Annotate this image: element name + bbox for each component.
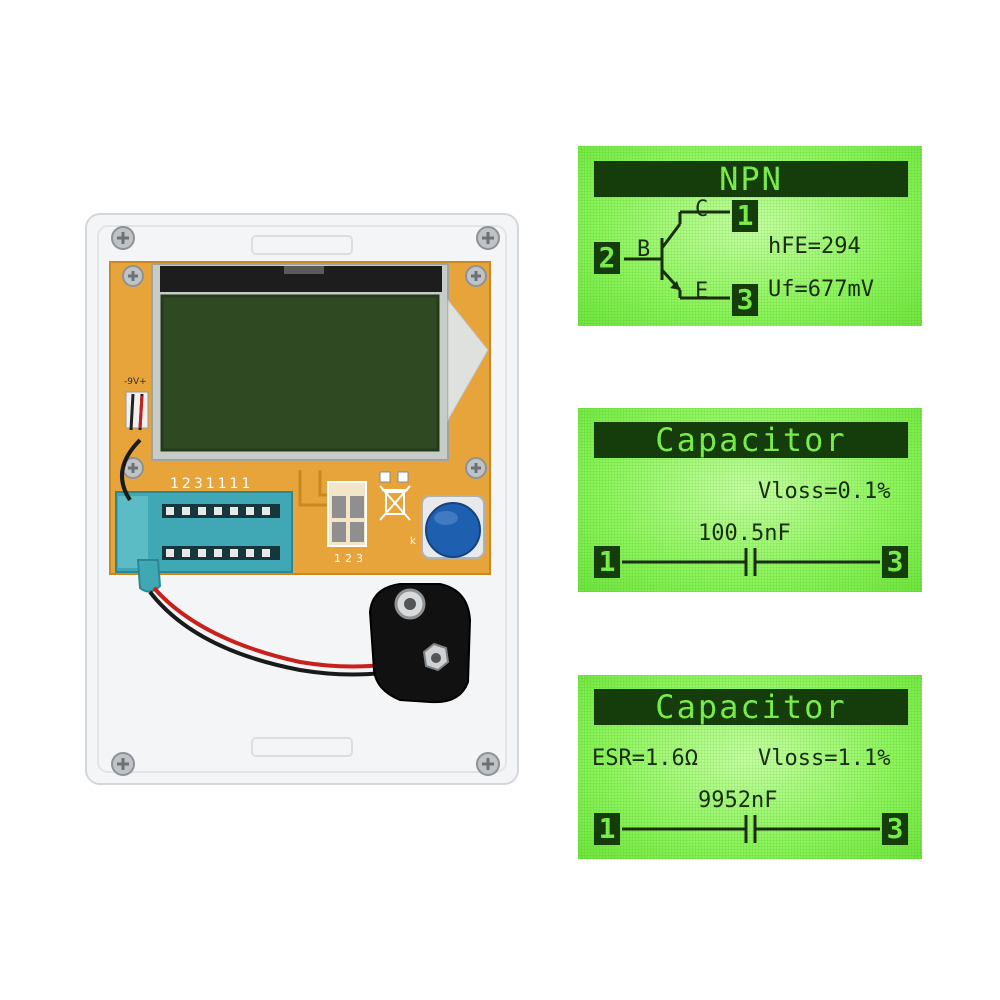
- emitter-label: E: [695, 279, 709, 304]
- lcd-display-capacitor-1: Capacitor Vloss=0.1% 100.5nF 1 3: [578, 408, 922, 592]
- zif-lever[interactable]: [136, 559, 162, 593]
- screw-icon: [122, 265, 144, 287]
- test-pad: [397, 471, 409, 483]
- screw-icon: [476, 226, 500, 250]
- screw-icon: [111, 226, 135, 250]
- case-slot-top: [251, 235, 353, 255]
- pin-right: 3: [882, 546, 908, 578]
- battery-wire-top: [120, 438, 142, 502]
- esr-reading: ESR=1.6Ω: [592, 746, 698, 771]
- capacitance-value: 100.5nF: [698, 521, 791, 546]
- battery-terminal: [125, 391, 149, 429]
- display-title: Capacitor: [594, 422, 908, 458]
- wire-stub-red: [138, 395, 144, 429]
- smd-test-pads: [327, 481, 367, 547]
- pin-left: 1: [594, 546, 620, 578]
- capacitance-value: 9952nF: [698, 788, 778, 813]
- pin-collector: 1: [732, 200, 758, 232]
- zif-socket: [115, 491, 293, 573]
- vloss-reading: Vloss=1.1%: [758, 746, 891, 771]
- battery-clip: [368, 583, 472, 704]
- uf-reading: Uf=677mV: [768, 277, 874, 302]
- display-title: NPN: [594, 161, 908, 197]
- screw-icon: [465, 457, 487, 479]
- lcd-screen: [160, 294, 440, 452]
- screw-icon: [465, 265, 487, 287]
- k-marker: k: [410, 536, 416, 547]
- test-pad: [379, 471, 391, 483]
- screw-icon: [111, 752, 135, 776]
- transistor-symbol: [624, 210, 730, 300]
- lcd-connector: [284, 266, 324, 274]
- weee-bin-icon: [379, 485, 411, 521]
- vloss-reading: Vloss=0.1%: [758, 479, 891, 504]
- case-slot-bottom: [251, 737, 353, 757]
- display-title: Capacitor: [594, 689, 908, 725]
- acrylic-inner-edge: [97, 225, 507, 773]
- test-push-button[interactable]: [421, 495, 485, 559]
- hfe-reading: hFE=294: [768, 234, 861, 259]
- capacitor-symbol: [622, 815, 880, 843]
- lcd-backlight-tab: [447, 298, 489, 422]
- pin-emitter: 3: [732, 284, 758, 316]
- base-label: B: [637, 237, 651, 262]
- pin-right: 3: [882, 813, 908, 845]
- pin-left: 1: [594, 813, 620, 845]
- collector-label: C: [695, 197, 709, 222]
- pad-label-3: 3: [356, 552, 363, 565]
- pin-base: 2: [594, 242, 620, 274]
- capacitor-symbol: [622, 548, 880, 576]
- lcd-display-capacitor-2: Capacitor ESR=1.6Ω Vloss=1.1% 9952nF 1 3: [578, 675, 922, 859]
- pin-numbers-label: 1231111: [170, 476, 253, 492]
- lcd-display-npn: NPN C B E 1 2 3 hFE=294 Uf=677mV: [578, 146, 922, 326]
- pad-label-1: 1: [334, 552, 341, 565]
- screw-icon: [476, 752, 500, 776]
- polarity-label: -9V+: [124, 377, 147, 387]
- pad-label-2: 2: [345, 552, 352, 565]
